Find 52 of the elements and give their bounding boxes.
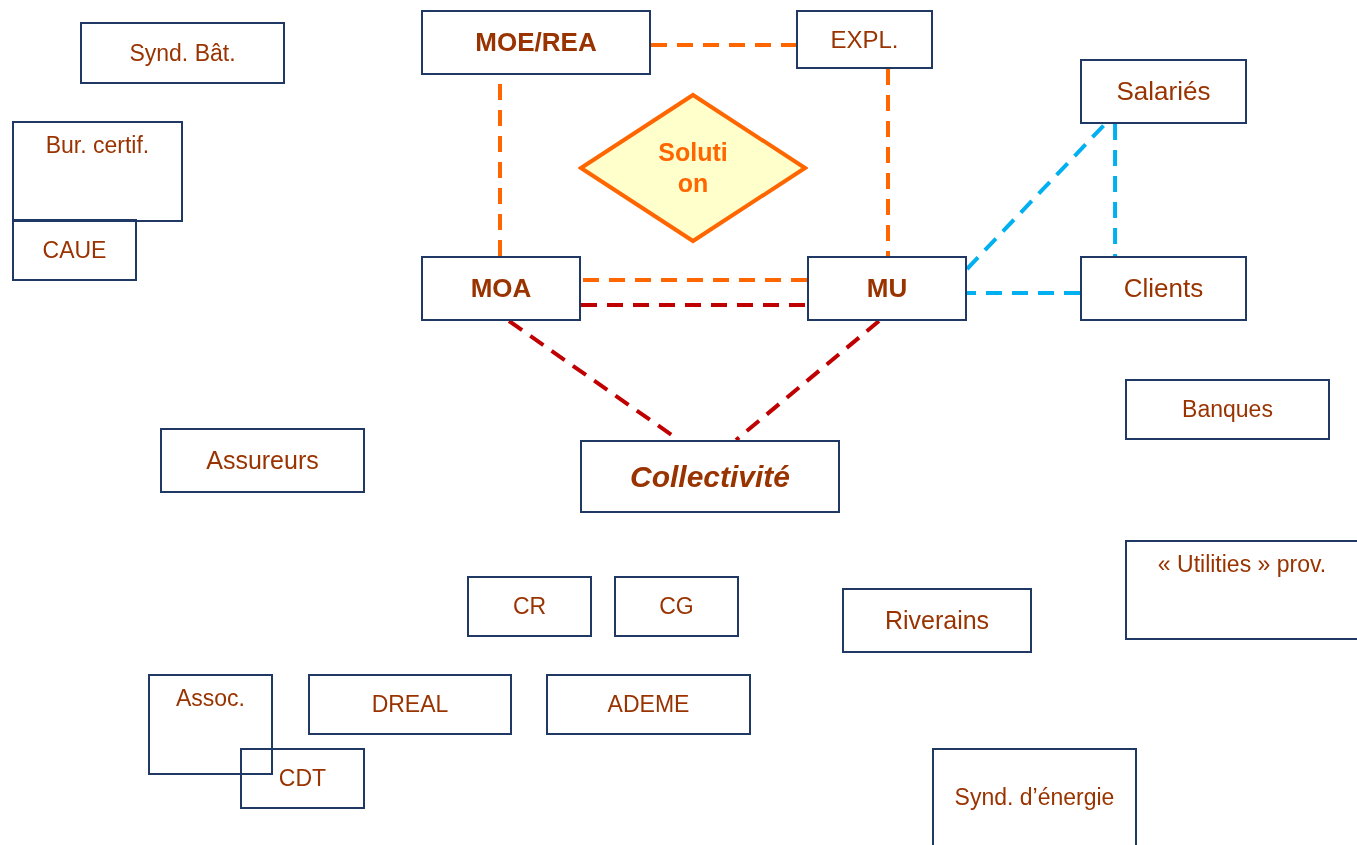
node-label: Assureurs (206, 444, 319, 476)
node-label: CR (512, 592, 547, 621)
node-label: Riverains (884, 604, 990, 636)
node-label: « Utilities » prov. (1157, 550, 1327, 579)
node-label: Clients (1123, 272, 1204, 305)
node-label: MU (866, 272, 908, 305)
actor-box (421, 10, 651, 75)
node-label: Synd. d’énergie (954, 783, 1115, 812)
actor-box (807, 256, 967, 321)
node-label: ADEME (607, 690, 690, 719)
actor-box (932, 748, 1137, 845)
node-label: EXPL. (830, 24, 899, 55)
dashed-connector (967, 291, 1080, 296)
actor-box (308, 674, 512, 735)
node-label: Banques (1182, 395, 1273, 424)
actor-box (12, 121, 183, 222)
node-label: CG (659, 592, 694, 621)
node-label: CAUE (42, 235, 107, 265)
actor-box (1080, 256, 1247, 321)
node-label: Synd. Bât. (129, 38, 236, 68)
dashed-connector (651, 43, 796, 47)
dashed-connector (581, 303, 807, 307)
node-label: Bur. certif. (45, 131, 150, 160)
actor-box (421, 256, 581, 321)
node-label: MOA (470, 272, 532, 305)
actor-box (148, 674, 273, 775)
actor-box (1080, 59, 1247, 124)
dashed-connector (886, 69, 890, 256)
actor-box (1125, 379, 1330, 440)
actor-box (546, 674, 751, 735)
solution-diamond (578, 92, 808, 244)
dashed-connector (965, 122, 1107, 271)
node-label: CDT (278, 764, 327, 793)
dashed-connector (1113, 124, 1118, 256)
dashed-connector (581, 278, 807, 282)
actor-box (1125, 540, 1357, 640)
actor-box (796, 10, 933, 69)
actor-box (80, 22, 285, 84)
node-label: MOE/REA (475, 26, 597, 59)
node-label: Collectivité (629, 458, 791, 495)
actor-box (467, 576, 592, 637)
actor-box (12, 219, 137, 281)
actor-box (240, 748, 365, 809)
node-label: Salariés (1116, 75, 1211, 108)
node-label: Assoc. (176, 684, 245, 713)
node-label: Solution (657, 136, 729, 199)
actor-box (580, 440, 840, 513)
node-label: DREAL (371, 690, 449, 719)
actor-box (614, 576, 739, 637)
actor-box (842, 588, 1032, 653)
dashed-connector (734, 319, 881, 442)
actor-box (160, 428, 365, 493)
